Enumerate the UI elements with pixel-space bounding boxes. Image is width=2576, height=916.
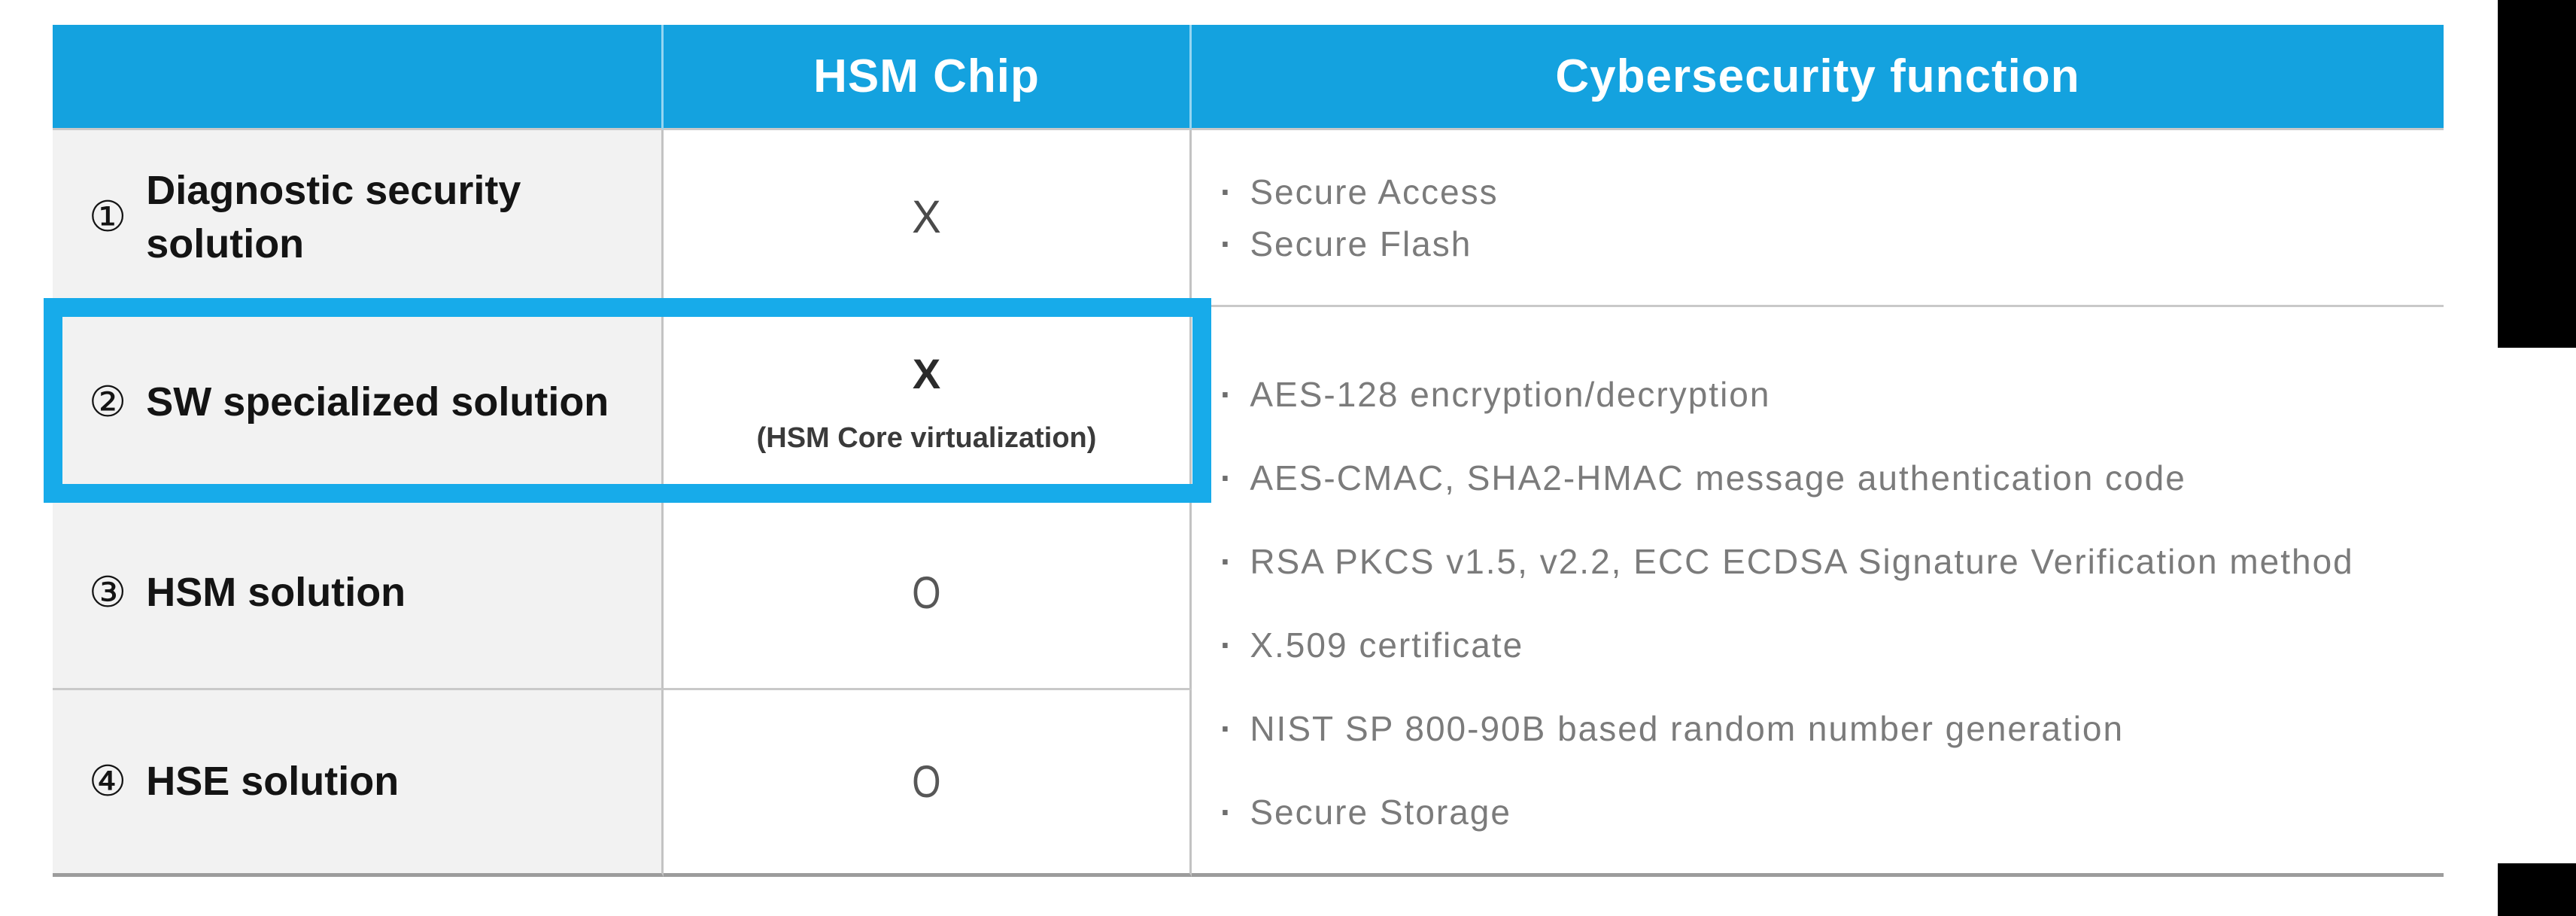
list-item: · AES-CMAC, SHA2-HMAC message authentica… xyxy=(1220,436,2444,519)
hsm-chip-cell-row3: O xyxy=(664,498,1192,690)
function-label: AES-CMAC, SHA2-HMAC message authenticati… xyxy=(1250,458,2186,498)
list-item: · AES-128 encryption/decryption xyxy=(1220,352,2444,436)
row-label-sw-specialized: ② SW specialized solution xyxy=(53,307,664,498)
circled-number-2: ② xyxy=(89,378,127,427)
row-label-text: SW specialized solution xyxy=(146,379,609,425)
o-mark: O xyxy=(912,756,941,807)
black-crop-bar-bottom-right xyxy=(2498,863,2576,916)
hsm-core-virtualization-note: (HSM Core virtualization) xyxy=(756,422,1097,454)
black-crop-bar-top-right xyxy=(2498,0,2576,348)
hsm-chip-cell-row1: X xyxy=(664,130,1192,307)
bullet-icon: · xyxy=(1220,541,1232,581)
function-cell-merged: · AES-128 encryption/decryption · AES-CM… xyxy=(1192,307,2444,877)
function-label: Secure Flash xyxy=(1250,224,1472,263)
function-list: · Secure Access · Secure Flash xyxy=(1220,166,2444,269)
function-label: AES-128 encryption/decryption xyxy=(1250,374,1771,414)
circled-number-4: ④ xyxy=(89,756,127,806)
row-label-diagnostic-security: ① Diagnostic security solution xyxy=(53,130,664,307)
o-mark: O xyxy=(912,568,941,618)
bullet-icon: · xyxy=(1220,792,1232,832)
x-mark-bold: X xyxy=(912,350,941,397)
row-label-text: Diagnostic security solution xyxy=(146,167,521,266)
bullet-icon: · xyxy=(1220,625,1232,665)
function-label: Secure Access xyxy=(1250,172,1499,212)
list-item: · NIST SP 800-90B based random number ge… xyxy=(1220,686,2444,770)
row-label-hsm-solution: ③ HSM solution xyxy=(53,498,664,690)
row-label-hse-solution: ④ HSE solution xyxy=(53,690,664,877)
hsm-chip-cell-row2: X (HSM Core virtualization) xyxy=(664,307,1192,498)
circled-number-1: ① xyxy=(89,193,127,242)
list-item: · X.509 certificate xyxy=(1220,603,2444,686)
list-item: · RSA PKCS v1.5, v2.2, ECC ECDSA Signatu… xyxy=(1220,519,2444,603)
function-label: NIST SP 800-90B based random number gene… xyxy=(1250,708,2125,748)
function-label: X.509 certificate xyxy=(1250,625,1524,665)
bullet-icon: · xyxy=(1220,458,1232,498)
function-cell-row1: · Secure Access · Secure Flash xyxy=(1192,130,2444,307)
row-label-text: HSM solution xyxy=(146,570,406,616)
header-cell-cybersecurity-function: Cybersecurity function xyxy=(1192,25,2444,130)
bullet-icon: · xyxy=(1220,172,1232,212)
list-item: · Secure Flash xyxy=(1220,218,2444,269)
row-label-text: HSE solution xyxy=(146,758,399,804)
bullet-icon: · xyxy=(1220,708,1232,748)
header-cell-solution xyxy=(53,25,664,130)
solution-comparison-table: HSM Chip Cybersecurity function ① Diagno… xyxy=(53,25,2444,877)
x-mark: X xyxy=(912,191,941,243)
list-item: · Secure Storage xyxy=(1220,770,2444,854)
function-label: RSA PKCS v1.5, v2.2, ECC ECDSA Signature… xyxy=(1250,541,2354,581)
bullet-icon: · xyxy=(1220,374,1232,414)
hsm-chip-cell-row4: O xyxy=(664,690,1192,877)
circled-number-3: ③ xyxy=(89,568,127,617)
header-cell-hsm-chip: HSM Chip xyxy=(664,25,1192,130)
bullet-icon: · xyxy=(1220,224,1232,263)
list-item: · Secure Access xyxy=(1220,166,2444,218)
function-list: · AES-128 encryption/decryption · AES-CM… xyxy=(1220,352,2444,854)
function-label: Secure Storage xyxy=(1250,792,1511,832)
